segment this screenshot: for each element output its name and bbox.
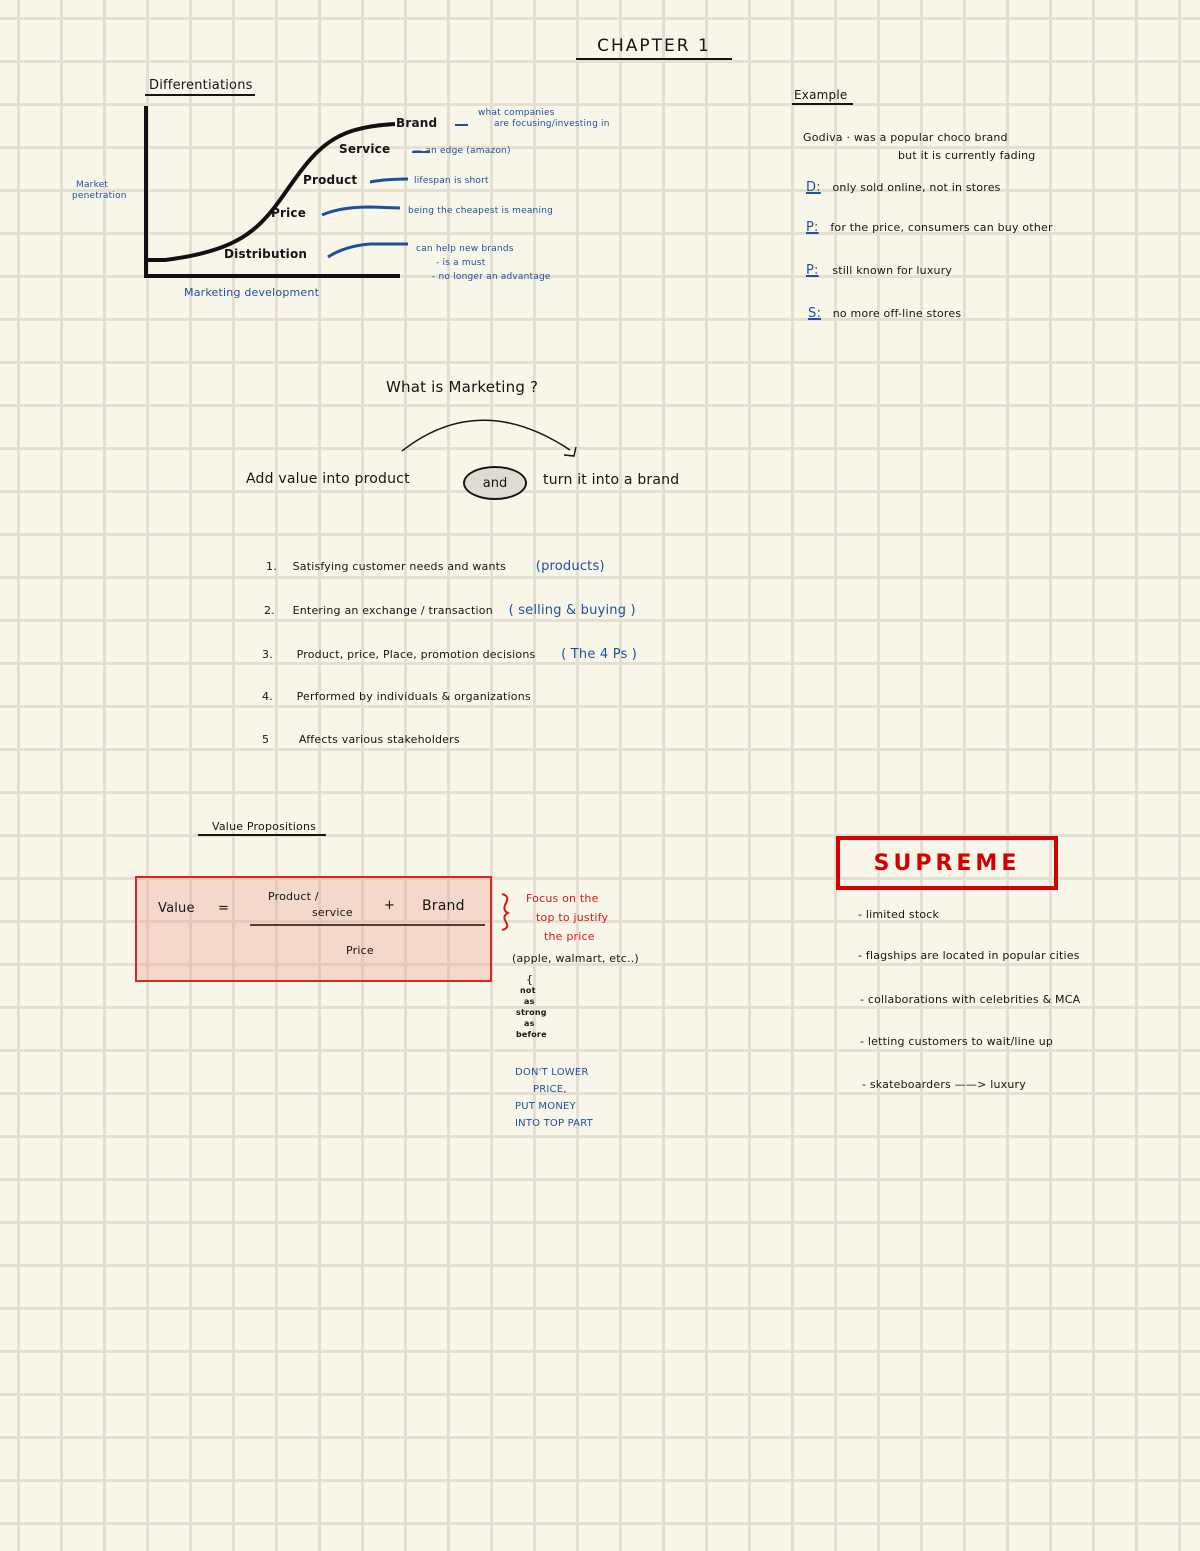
focus-note: Focus on the top to justify the price [526, 889, 608, 946]
example-item: S: no more off-line stores [808, 306, 961, 321]
side-note-line: as [524, 1019, 535, 1028]
list-text: Satisfying customer needs and wants [292, 560, 507, 573]
marketing-question: What is Marketing ? [386, 378, 539, 396]
supreme-bullet: - skateboarders ——> luxury [862, 1078, 1026, 1091]
equation-plus: + [384, 898, 396, 913]
curve-label-service: Service [339, 142, 391, 156]
service-note: — an edge (amazon) [413, 146, 511, 156]
supreme-logo-box: SUPREME [836, 836, 1058, 890]
side-note-line: as [524, 997, 535, 1006]
numerator-brand: Brand [422, 898, 465, 914]
distribution-note: can help new brands - is a must - no lon… [416, 242, 551, 284]
example-brand-line2: but it is currently fading [898, 149, 1036, 162]
denominator-price: Price [346, 944, 374, 957]
marketing-list-item: 2. Entering an exchange / transaction ( … [264, 603, 636, 618]
advice-line: PUT MONEY [515, 1101, 576, 1112]
list-number: 1. [266, 560, 277, 573]
list-number: 2. [264, 604, 275, 617]
value-equation-box [135, 876, 492, 982]
definition-right: turn it into a brand [543, 472, 680, 488]
side-note-line: before [516, 1030, 547, 1039]
distribution-note-line2: - is a must [436, 258, 486, 268]
list-number: 5 [262, 733, 270, 746]
list-note: (products) [535, 559, 605, 574]
list-text: Entering an exchange / transaction [292, 604, 493, 617]
value-prop-heading: Value Propositions [198, 820, 327, 836]
curve-label-product: Product [303, 173, 358, 187]
example-item: P: for the price, consumers can buy othe… [806, 220, 1053, 235]
supreme-bullet: - limited stock [858, 908, 940, 921]
side-note-line: strong [516, 1008, 547, 1017]
list-text: Performed by individuals & organizations [296, 690, 531, 703]
example-item-text: still known for luxury [832, 264, 953, 277]
price-note: being the cheapest is meaning [408, 206, 553, 216]
list-number: 3. [262, 648, 273, 661]
example-brand-line1: Godiva · was a popular choco brand [803, 131, 1008, 144]
list-text: Affects various stakeholders [298, 733, 460, 746]
list-note: ( selling & buying ) [508, 603, 636, 618]
numerator-line2: service [312, 906, 353, 919]
examples-note: (apple, walmart, etc..) [512, 952, 639, 965]
definition-left: Add value into product [246, 471, 410, 487]
y-axis-label: Market penetration [72, 180, 127, 202]
equation-equals: = [218, 901, 230, 916]
curve-label-distribution: Distribution [224, 247, 308, 261]
example-heading: Example [792, 88, 854, 105]
and-oval: and [463, 466, 527, 500]
example-item-text: no more off-line stores [832, 307, 962, 320]
page-title: CHAPTER 1 [576, 36, 732, 60]
and-label: and [482, 475, 508, 491]
marketing-list-item: 5 Affects various stakeholders [262, 733, 460, 746]
blue-advice-note: DON'T LOWER PRICE, PUT MONEY INTO TOP PA… [515, 1064, 593, 1132]
marketing-list-item: 3. Product, price, Place, promotion deci… [262, 647, 637, 662]
example-item: D: only sold online, not in stores [806, 180, 1001, 195]
side-note: { not as strong as before [516, 974, 547, 1040]
differentiation-heading: Differentiations [145, 78, 255, 96]
focus-note-line1: Focus on the [526, 892, 599, 905]
supreme-logo: SUPREME [873, 850, 1021, 876]
advice-line: PRICE, [533, 1084, 567, 1095]
supreme-bullet: - letting customers to wait/line up [860, 1035, 1054, 1048]
advice-line: DON'T LOWER [515, 1067, 589, 1078]
curve-label-price: Price [271, 206, 307, 220]
example-item-text: for the price, consumers can buy other [830, 221, 1053, 234]
product-note: lifespan is short [414, 176, 489, 186]
brand-note: what companies are focusing/investing in [478, 108, 610, 130]
example-item-text: only sold online, not in stores [832, 181, 1001, 194]
brand-note-line1: what companies [478, 108, 555, 118]
numerator-line1: Product / [268, 890, 319, 903]
y-axis-label-line2: penetration [72, 191, 127, 201]
focus-note-line2: top to justify [536, 911, 609, 924]
example-item-key: D: [806, 180, 821, 195]
example-item-key: P: [806, 220, 819, 235]
distribution-note-line3: - no longer an advantage [432, 272, 551, 282]
equation-lhs: Value [158, 901, 195, 916]
numerator-product-service: Product / service [268, 889, 353, 921]
side-note-line: { [526, 973, 534, 986]
list-number: 4. [262, 690, 273, 703]
supreme-bullet: - collaborations with celebrities & MCA [860, 993, 1081, 1006]
marketing-list-item: 4. Performed by individuals & organizati… [262, 690, 531, 703]
curve-label-brand: Brand [396, 116, 438, 130]
example-item-key: P: [806, 263, 819, 278]
brand-note-line2: are focusing/investing in [494, 119, 610, 129]
list-note: ( The 4 Ps ) [561, 647, 638, 662]
x-axis-label: Marketing development [184, 286, 320, 299]
focus-note-line3: the price [544, 930, 595, 943]
side-note-line: not [520, 986, 536, 995]
marketing-list-item: 1. Satisfying customer needs and wants (… [266, 559, 605, 574]
y-axis-label-line1: Market [76, 180, 109, 190]
supreme-bullet: - flagships are located in popular citie… [858, 949, 1080, 962]
distribution-note-line1: can help new brands [416, 244, 514, 254]
example-item-key: S: [808, 306, 822, 321]
example-item: P: still known for luxury [806, 263, 952, 278]
advice-line: INTO TOP PART [515, 1118, 593, 1129]
list-text: Product, price, Place, promotion decisio… [296, 648, 536, 661]
